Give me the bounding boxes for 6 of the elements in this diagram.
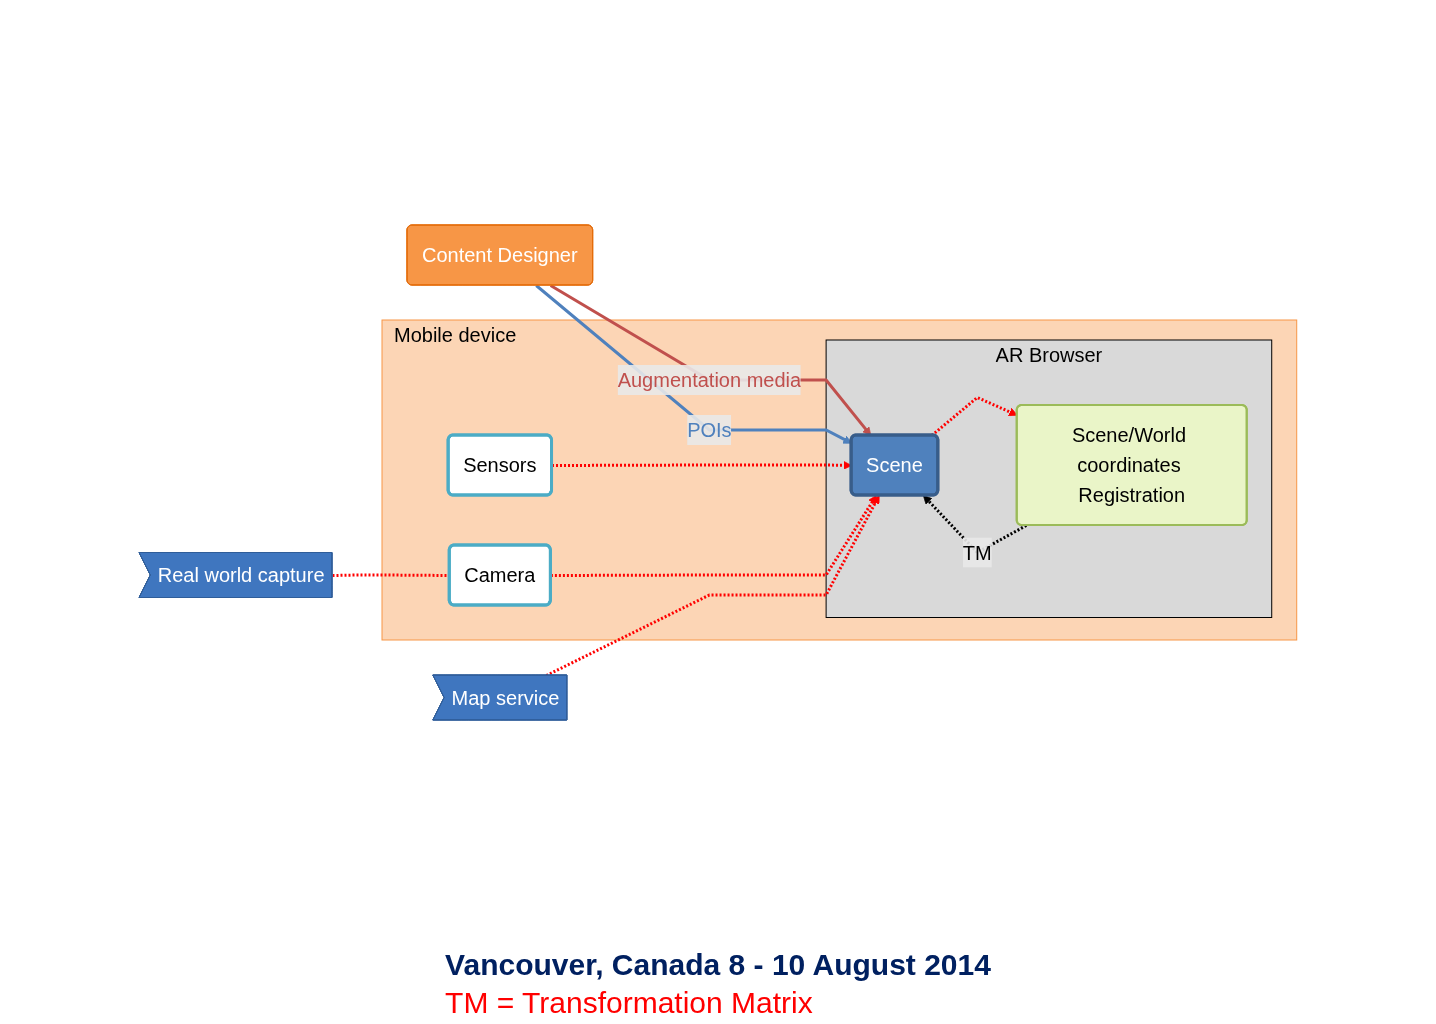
legend-note: TM = Transformation Matrix <box>445 986 814 1020</box>
edge-label: POIs <box>687 418 732 441</box>
footer-note: Vancouver, Canada 8 - 10 August 2014 <box>445 948 991 982</box>
edge-label: TM <box>962 541 992 563</box>
arrow <box>551 494 877 577</box>
edge-label: Augmentation media <box>617 368 802 391</box>
